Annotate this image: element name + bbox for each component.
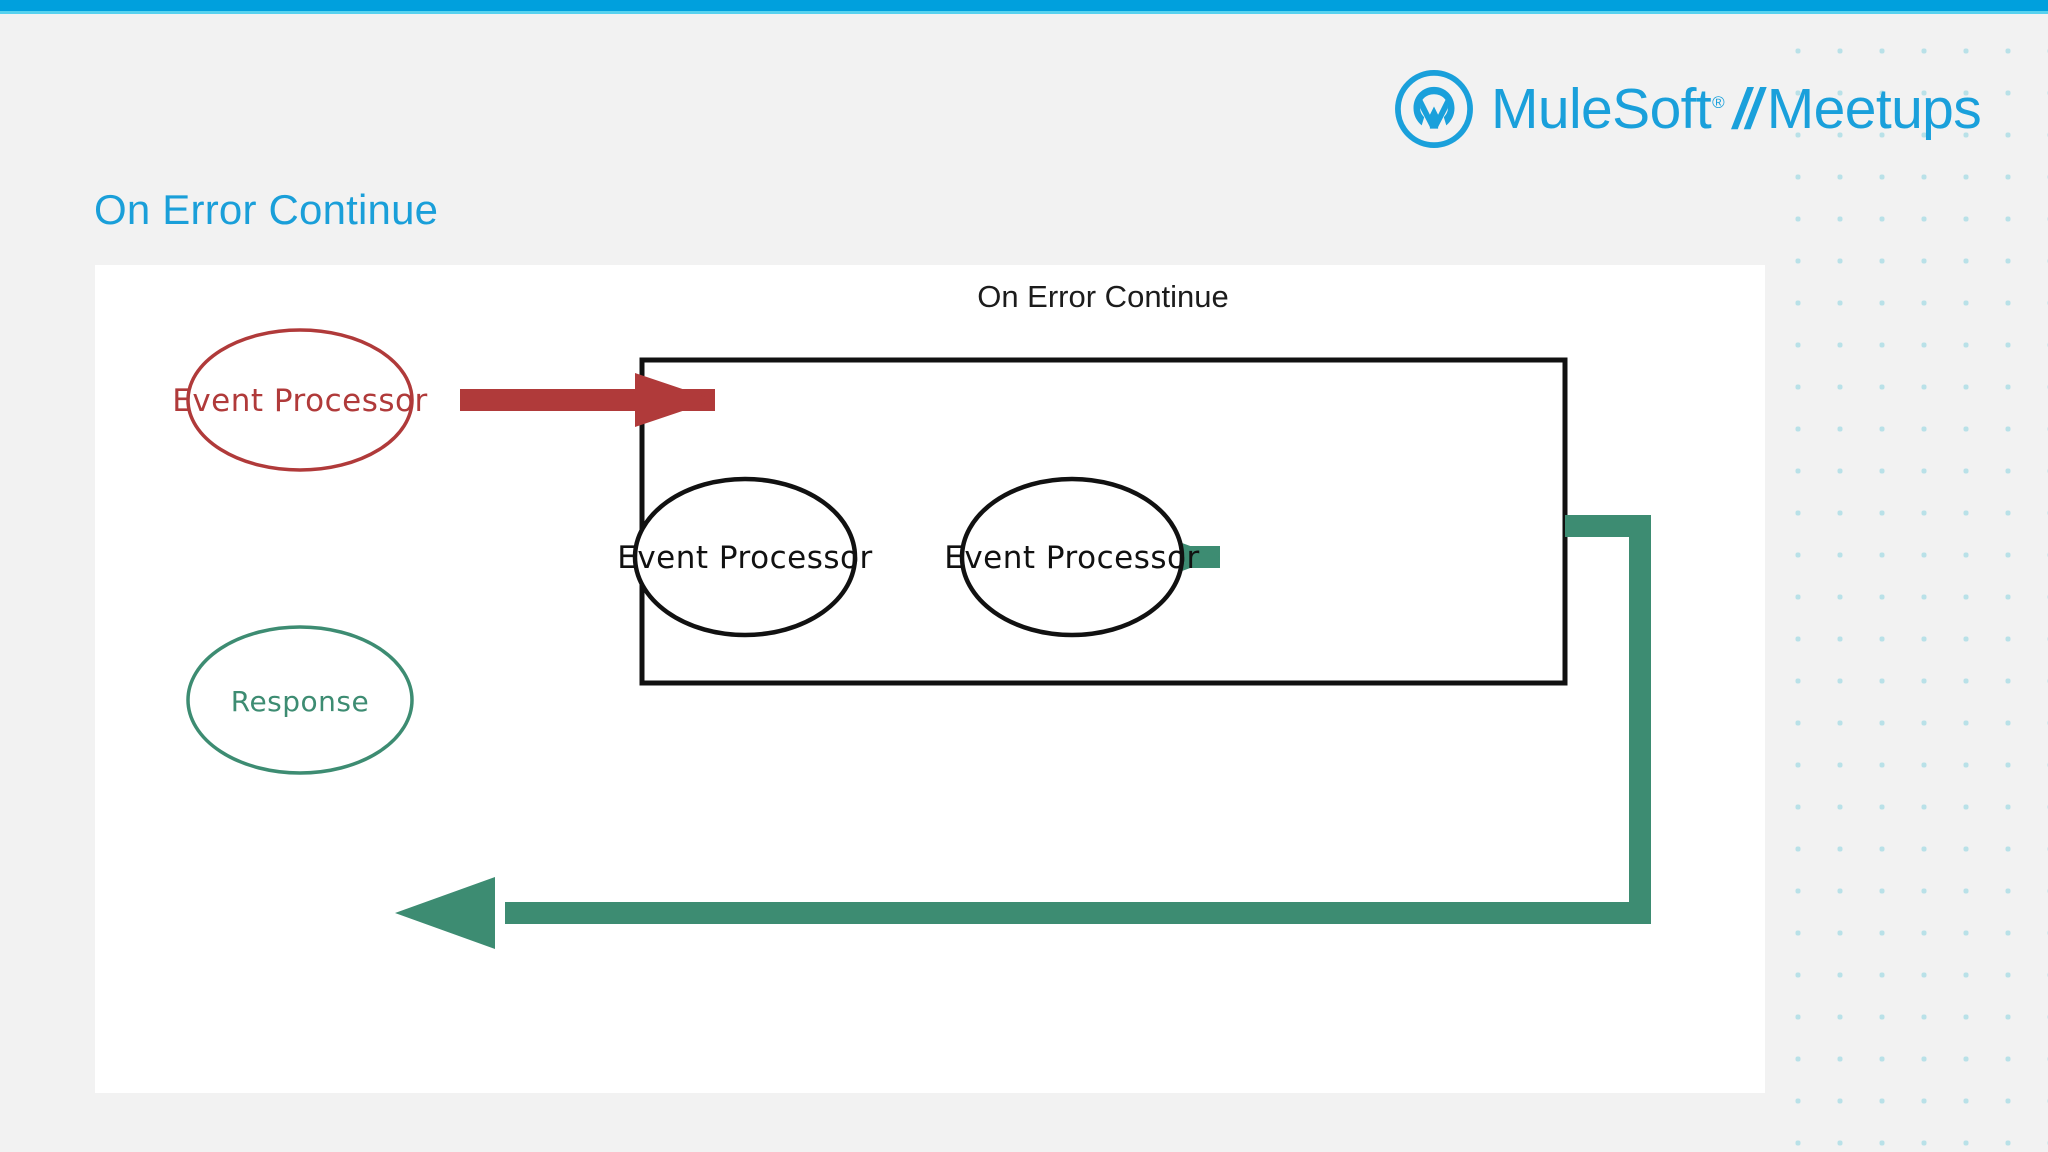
node-scoped-event-processor-2-label: Event Processor: [944, 540, 1199, 576]
node-scoped-event-processor-1-label: Event Processor: [617, 540, 872, 576]
node-scoped-event-processor-1: Event Processor: [617, 476, 872, 638]
node-response: Response: [186, 625, 414, 775]
mulesoft-m-circle-icon: [1395, 70, 1473, 148]
connector-scope-to-response: [395, 515, 1651, 949]
top-accent-bar: [0, 0, 2048, 11]
brand-logo-lockup: MuleSoft® //Meetups: [1393, 68, 1982, 150]
registered-mark: ®: [1712, 93, 1725, 112]
brand-wordmark: MuleSoft® //Meetups: [1491, 76, 1982, 142]
top-accent-bar-thin: [0, 11, 2048, 14]
node-source-event-processor-label: Event Processor: [172, 383, 427, 419]
node-scoped-event-processor-2: Event Processor: [944, 476, 1199, 638]
brand-separator: //: [1733, 77, 1762, 141]
brand-name: MuleSoft: [1491, 77, 1712, 141]
flow-diagram: On Error Continue Event Processor: [172, 279, 1651, 949]
node-response-label: Response: [231, 685, 369, 718]
scope-box-label: On Error Continue: [977, 279, 1229, 314]
content-canvas: On Error Continue Event Processor: [95, 265, 1765, 1093]
connector-source-to-scope: [460, 373, 715, 427]
page-title: On Error Continue: [94, 186, 439, 233]
dot-pattern-decoration: [1765, 14, 2048, 1152]
brand-sub-name: Meetups: [1766, 77, 1982, 141]
node-source-event-processor: Event Processor: [172, 328, 427, 472]
